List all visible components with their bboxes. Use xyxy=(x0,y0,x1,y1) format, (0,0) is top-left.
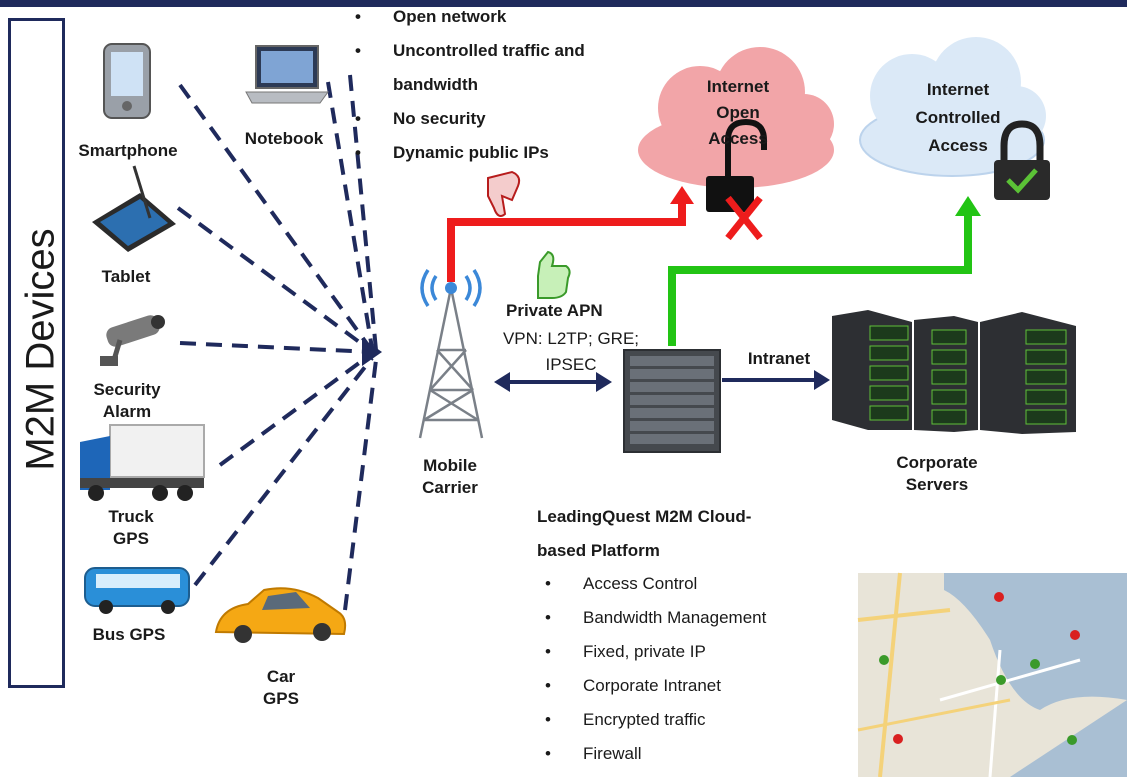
smartphone-link xyxy=(178,83,372,350)
smartphone-icon xyxy=(103,43,151,119)
feature-fixed-ip: Fixed, private IP xyxy=(545,635,843,669)
apn-line1: VPN: L2TP; GRE; xyxy=(502,329,640,348)
truck-label-line2: GPS xyxy=(113,529,149,548)
map-thumbnail-image xyxy=(857,572,1127,777)
car-label-line2: GPS xyxy=(263,689,299,708)
open-cloud-line2: Open xyxy=(716,103,760,122)
feature-encrypted: Encrypted traffic xyxy=(545,703,843,737)
security-label-line2: Alarm xyxy=(102,402,152,421)
bullet-dynamic-ips: Dynamic public IPs xyxy=(355,136,673,170)
platform-feature-list: Access Control Bandwidth Management Fixe… xyxy=(545,567,843,771)
truck-icon xyxy=(80,424,205,501)
tablet-label: Tablet xyxy=(101,267,151,286)
truck-gps-label: Truck GPS xyxy=(96,506,166,550)
controlled-cloud-line2: Controlled xyxy=(915,108,1001,127)
tablet-icon xyxy=(92,165,176,252)
controlled-access-arrowhead xyxy=(955,196,981,216)
open-access-cloud-label: Internet Open Access xyxy=(688,74,788,152)
security-camera-icon xyxy=(100,315,165,366)
signal-waves-icon xyxy=(420,269,482,307)
security-link xyxy=(179,341,373,354)
carrier-line2: Carrier xyxy=(422,478,478,497)
corporate-servers-label: Corporate Servers xyxy=(882,452,992,496)
thumbs-down-icon xyxy=(487,170,521,217)
feature-access-control: Access Control xyxy=(545,567,843,601)
feature-firewall: Firewall xyxy=(545,737,843,771)
smartphone-label: Smartphone xyxy=(78,141,178,160)
security-alarm-label: Security Alarm xyxy=(82,379,172,423)
car-icon xyxy=(214,587,347,643)
notebook-link-2 xyxy=(348,74,378,351)
corporate-servers-icon xyxy=(832,310,1076,434)
platform-title-line2: based Platform xyxy=(537,541,660,560)
bus-gps-label: Bus GPS xyxy=(92,625,166,644)
open-padlock-icon xyxy=(706,118,767,212)
feature-bandwidth: Bandwidth Management xyxy=(545,601,843,635)
private-apn-details: VPN: L2TP; GRE; IPSEC xyxy=(486,326,656,378)
convergence-arrowhead xyxy=(362,338,382,366)
sidebar-panel: M2M Devices xyxy=(8,18,65,688)
open-cloud-line1: Internet xyxy=(706,77,770,96)
closed-padlock-icon xyxy=(994,120,1050,200)
servers-line1: Corporate xyxy=(896,453,978,472)
cell-tower-icon xyxy=(418,287,484,439)
car-link xyxy=(343,359,378,611)
mobile-carrier-label: Mobile Carrier xyxy=(410,455,490,499)
controlled-access-cloud-label: Internet Controlled Access xyxy=(898,76,1018,160)
open-access-arrowhead xyxy=(670,186,694,204)
truck-label-line1: Truck xyxy=(108,507,154,526)
notebook-link-1 xyxy=(326,81,374,349)
thumbs-up-icon xyxy=(537,250,571,299)
bullet-uncontrolled-traffic: Uncontrolled traffic and xyxy=(355,34,673,68)
notebook-icon xyxy=(245,45,329,104)
open-cloud-line3: Access xyxy=(708,129,768,148)
notebook-label: Notebook xyxy=(244,129,324,148)
open-access-path xyxy=(447,198,686,282)
carrier-line1: Mobile xyxy=(423,456,477,475)
car-gps-label: Car GPS xyxy=(246,666,316,710)
platform-title: LeadingQuest M2M Cloud- based Platform xyxy=(537,500,837,568)
car-label-line1: Car xyxy=(266,667,296,686)
denied-x-icon xyxy=(725,195,763,241)
controlled-cloud-line1: Internet xyxy=(926,80,990,99)
platform-server-icon xyxy=(623,349,721,453)
tower-top xyxy=(445,282,457,294)
apn-line2: IPSEC xyxy=(545,355,597,374)
bullet-no-security: No security xyxy=(355,102,673,136)
feature-intranet: Corporate Intranet xyxy=(545,669,843,703)
truck-link xyxy=(218,353,372,467)
controlled-cloud-line3: Access xyxy=(928,136,988,155)
platform-title-line1: LeadingQuest M2M Cloud- xyxy=(537,507,752,526)
bus-icon xyxy=(84,567,190,614)
open-network-bullet-list: Open network Uncontrolled traffic and ba… xyxy=(355,0,673,170)
bullet-open-network: Open network xyxy=(355,0,673,34)
open-access-cloud xyxy=(638,47,834,188)
intranet-label: Intranet xyxy=(747,349,811,368)
servers-line2: Servers xyxy=(905,475,969,494)
security-label-line1: Security xyxy=(93,380,161,399)
device-connection-lines xyxy=(176,74,378,611)
tablet-link xyxy=(176,206,372,352)
controlled-access-cloud xyxy=(859,37,1046,177)
bus-link xyxy=(193,356,374,587)
private-apn-title: Private APN xyxy=(506,301,603,320)
controlled-access-path xyxy=(668,210,972,346)
bullet-bandwidth-cont: bandwidth xyxy=(393,75,478,94)
